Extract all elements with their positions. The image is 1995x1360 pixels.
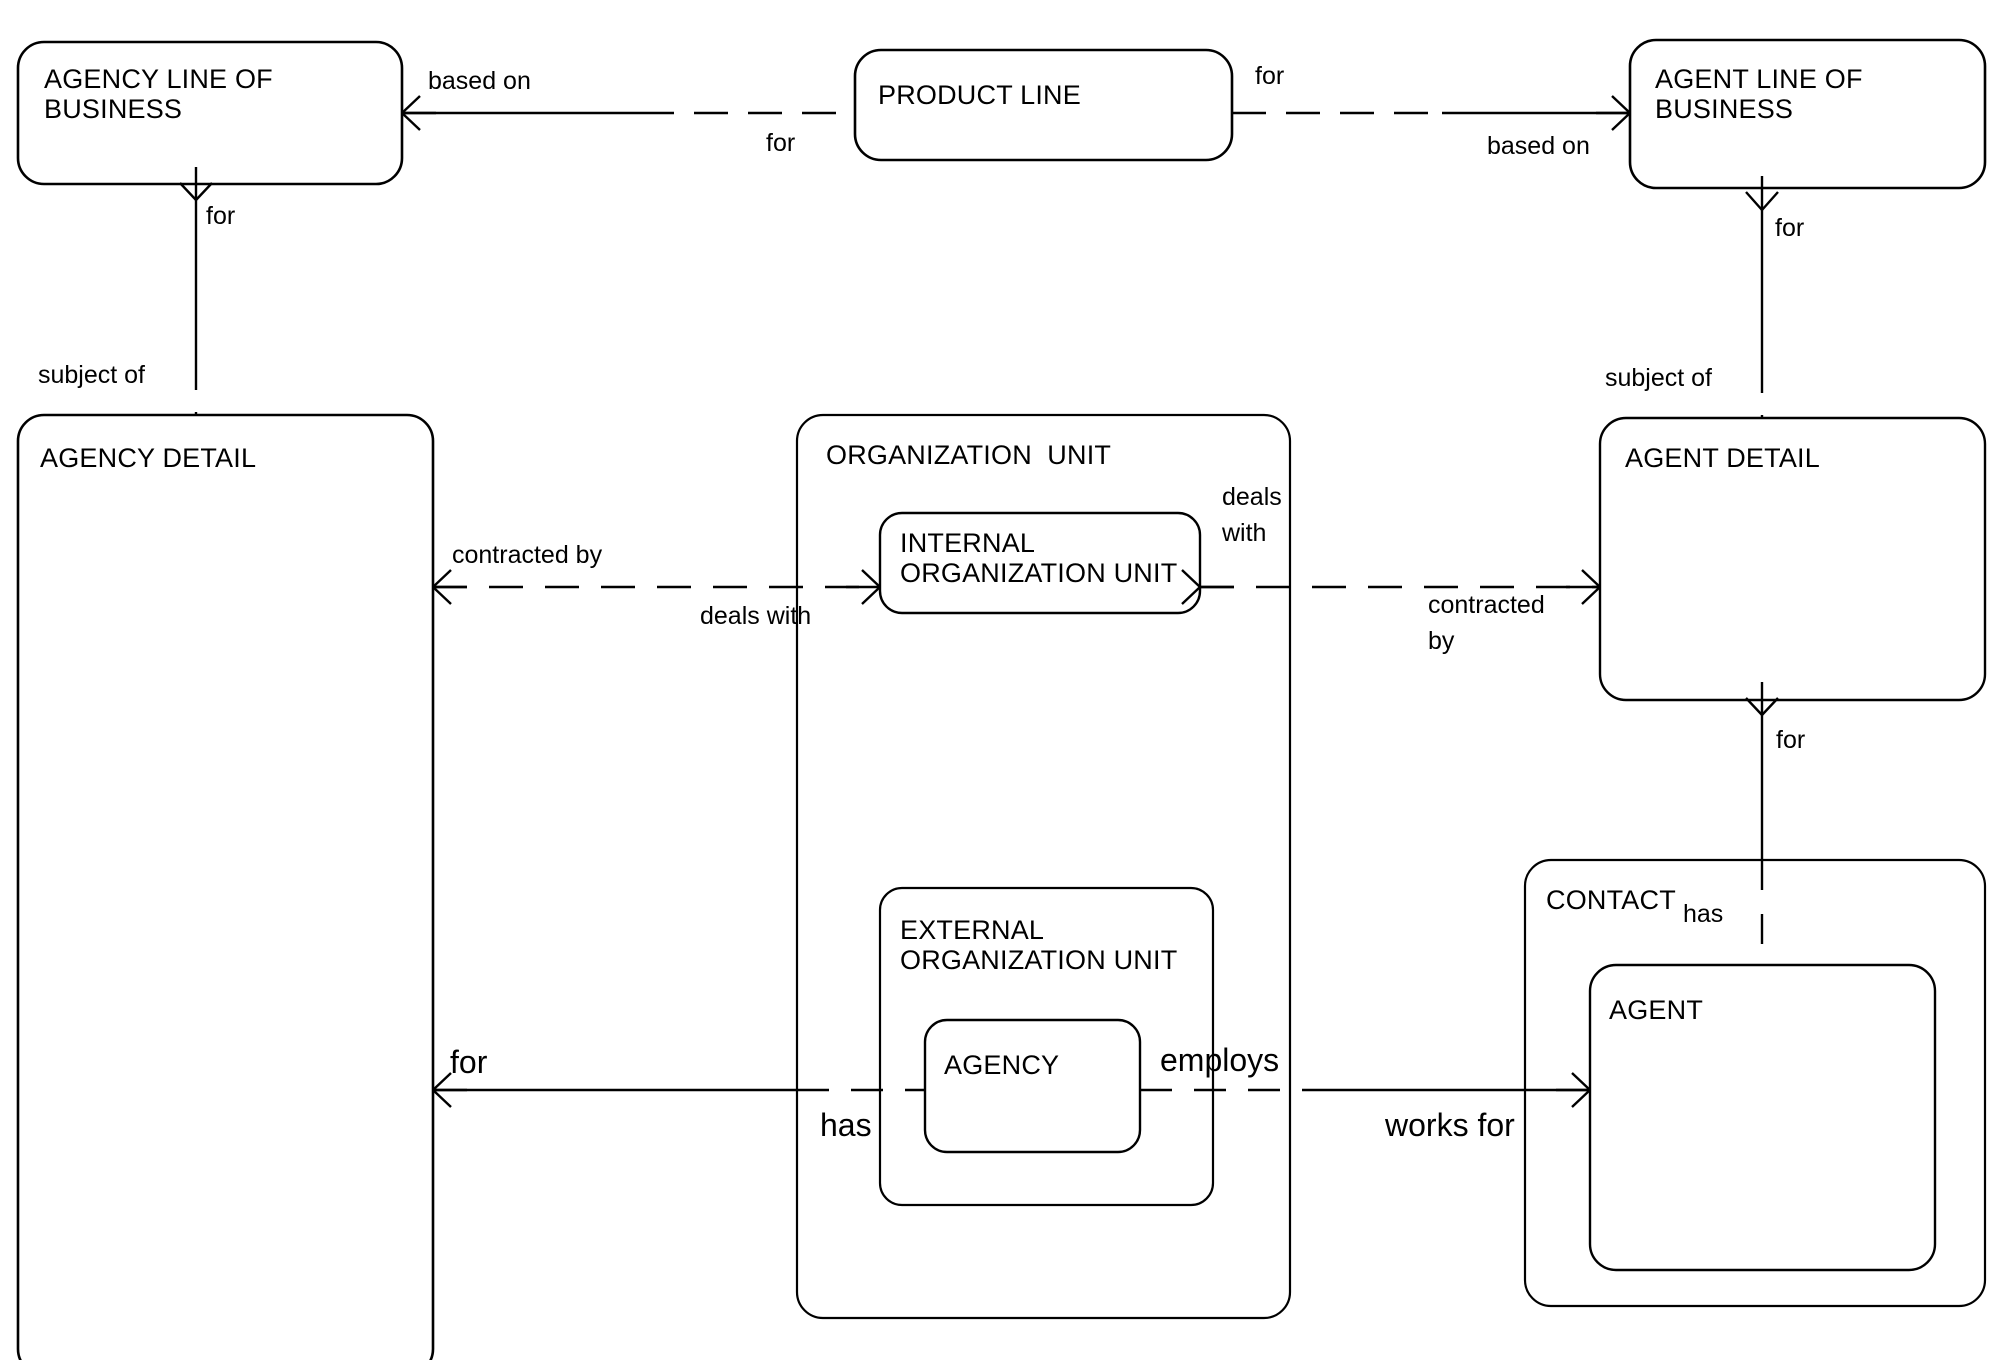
relationship-label-based-on-top-right: based on [1487,132,1590,160]
entity-label-agency-detail: AGENCY DETAIL [40,443,257,473]
relationship-label-for-top-left: for [766,129,796,157]
relationship-label-contracted-by-right-line2: by [1428,627,1455,655]
relationship-label-deals-with-right-line1: deals [1222,483,1282,511]
relationship-line-agencylob-productline[interactable] [401,95,855,131]
relationship-label-for-top-right: for [1255,62,1285,90]
entity-label-product-line: PRODUCT LINE [878,80,1081,110]
relationship-label-for-agent-detail-contact: for [1776,726,1806,754]
entity-label-agent-detail: AGENT DETAIL [1625,443,1820,473]
entity-label-agency: AGENCY [944,1050,1060,1080]
entity-box-agent[interactable] [1588,963,1937,1272]
relationship-label-subject-of-right: subject of [1605,364,1713,392]
relationship-line-agencydetail-agency[interactable] [432,1072,925,1108]
relationship-line-agency-agent[interactable] [1140,1072,1591,1108]
entity-label-organization-unit: ORGANIZATION UNIT [826,440,1112,470]
entity-box-agency-detail[interactable] [16,413,435,1360]
relationship-label-contracted-by-right-line1: contracted [1428,591,1545,619]
relationship-label-subject-of-left: subject of [38,361,146,389]
relationship-label-contracted-by-left: contracted by [452,541,603,569]
relationship-label-works-for: works for [1385,1107,1515,1143]
relationship-label-for-bottom-left: for [450,1044,488,1080]
entity-label-agency-line-of-business: AGENCY LINE OF BUSINESS [44,64,273,125]
entity-label-internal-organization-unit: INTERNAL ORGANIZATION UNIT [900,528,1178,589]
relationship-label-for-right-vertical: for [1775,214,1805,242]
entity-label-agent-line-of-business: AGENT LINE OF BUSINESS [1655,64,1863,125]
relationship-line-agencylob-agencydetail[interactable] [179,167,213,415]
relationship-label-deals-with-right-line2: with [1222,519,1267,547]
entity-box-product-line[interactable] [853,48,1234,162]
relationship-line-internalou-agentdetail[interactable] [1181,569,1601,605]
entity-box-agency[interactable] [923,1018,1142,1154]
relationship-line-agencydetail-internalou[interactable] [432,569,881,605]
relationship-label-for-left-vertical: for [206,202,236,230]
entity-label-external-organization-unit: EXTERNAL ORGANIZATION UNIT [900,915,1178,976]
relationship-label-has-bottom: has [820,1107,872,1143]
relationship-line-agentlob-agentdetail[interactable] [1745,176,1779,418]
relationship-label-employs: employs [1160,1042,1280,1078]
entity-label-agent: AGENT [1609,995,1704,1025]
entity-box-internal-organization-unit[interactable] [878,511,1202,615]
relationship-line-productline-agentlob[interactable] [1232,95,1631,131]
relationship-label-based-on-top-left: based on [428,67,531,95]
entity-box-agent-detail[interactable] [1598,416,1987,702]
relationship-label-has-contact: has [1683,900,1724,928]
relationship-label-deals-with-left: deals with [700,602,812,630]
relationship-line-agentdetail-contact[interactable] [1745,682,1779,965]
entity-label-contact: CONTACT [1546,885,1676,915]
